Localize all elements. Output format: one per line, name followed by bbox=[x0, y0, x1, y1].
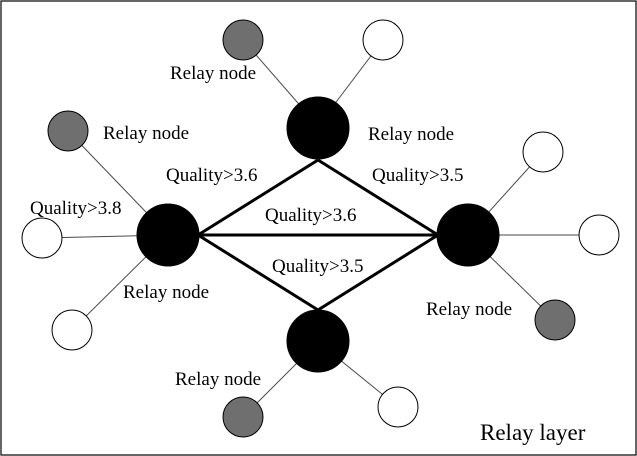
leaf-node-right-gray bbox=[534, 299, 576, 341]
quality-label-left-bottom: Quality>3.5 bbox=[272, 256, 363, 277]
quality-label-left-leaf: Quality>3.8 bbox=[30, 198, 121, 219]
leaf-node-top-white bbox=[362, 19, 404, 61]
core-link-left-top bbox=[197, 158, 319, 237]
core-links bbox=[197, 158, 439, 312]
leaf-node-left-white-2 bbox=[51, 309, 93, 351]
core-link-left-bottom bbox=[197, 233, 319, 312]
leaf-node-right-white-2 bbox=[578, 214, 620, 256]
leaf-node-bottom-white bbox=[377, 386, 419, 428]
core-link-bottom-right bbox=[317, 233, 439, 312]
core-node-top bbox=[286, 96, 350, 160]
core-nodes bbox=[136, 96, 500, 373]
leaf-nodes bbox=[21, 19, 620, 438]
leaf-node-bottom-gray bbox=[222, 396, 264, 438]
label-top-gray-relay-node: Relay node bbox=[170, 63, 256, 84]
core-link-top-right bbox=[317, 158, 439, 237]
leaf-node-left-white-1 bbox=[21, 217, 63, 259]
core-node-left bbox=[136, 203, 200, 267]
leaf-node-right-white-1 bbox=[522, 131, 564, 173]
label-left-relay-node: Relay node bbox=[123, 282, 209, 303]
label-top-relay-node: Relay node bbox=[368, 124, 454, 145]
relay-layer-label: Relay layer bbox=[480, 420, 586, 445]
label-left-gray-relay-node: Relay node bbox=[103, 123, 189, 144]
leaf-node-top-gray bbox=[222, 19, 264, 61]
label-bottom-relay-node: Relay node bbox=[175, 369, 261, 390]
leaf-node-left-gray bbox=[47, 110, 89, 152]
quality-label-top-right: Quality>3.5 bbox=[372, 165, 463, 186]
core-node-right bbox=[436, 203, 500, 267]
quality-label-left-top: Quality>3.6 bbox=[166, 165, 257, 186]
core-node-bottom bbox=[286, 309, 350, 373]
label-right-relay-node: Relay node bbox=[426, 299, 512, 320]
quality-label-left-right: Quality>3.6 bbox=[265, 205, 356, 226]
